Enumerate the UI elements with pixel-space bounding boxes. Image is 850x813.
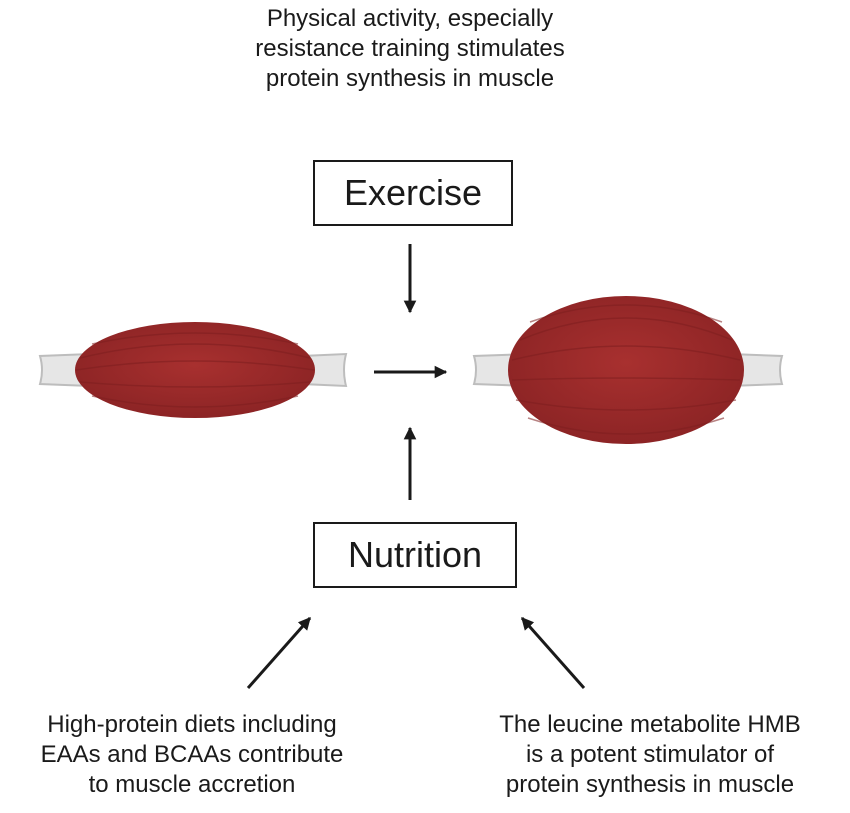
small-muscle-fibers (75, 332, 315, 408)
diet-caption-line: EAAs and BCAAs contribute (40, 741, 344, 768)
diet-caption: High-protein diets including EAAs and BC… (0, 710, 384, 800)
large-muscle-fibers (511, 304, 741, 435)
arrow-diet-to-nutrition (246, 617, 312, 689)
small-muscle-icon (38, 322, 348, 418)
large-muscle-icon (472, 296, 784, 444)
diet-caption-line: to muscle accretion (88, 771, 296, 798)
exercise-caption: Physical activity, especially resistance… (200, 4, 620, 94)
exercise-caption-line: resistance training stimulates (255, 35, 565, 62)
small-muscle-belly (75, 322, 315, 418)
hmb-caption-line: protein synthesis in muscle (505, 771, 795, 798)
hmb-caption-line: is a potent stimulator of (525, 741, 775, 768)
nutrition-box: Nutrition (313, 522, 517, 588)
hmb-caption-line: The leucine metabolite HMB (499, 711, 801, 738)
diet-caption-line: High-protein diets including (47, 711, 337, 738)
exercise-box: Exercise (313, 160, 513, 226)
hmb-caption: The leucine metabolite HMB is a potent s… (454, 710, 846, 800)
exercise-caption-line: protein synthesis in muscle (265, 65, 555, 92)
arrow-hmb-to-nutrition (520, 617, 586, 689)
exercise-caption-line: Physical activity, especially (266, 5, 554, 32)
